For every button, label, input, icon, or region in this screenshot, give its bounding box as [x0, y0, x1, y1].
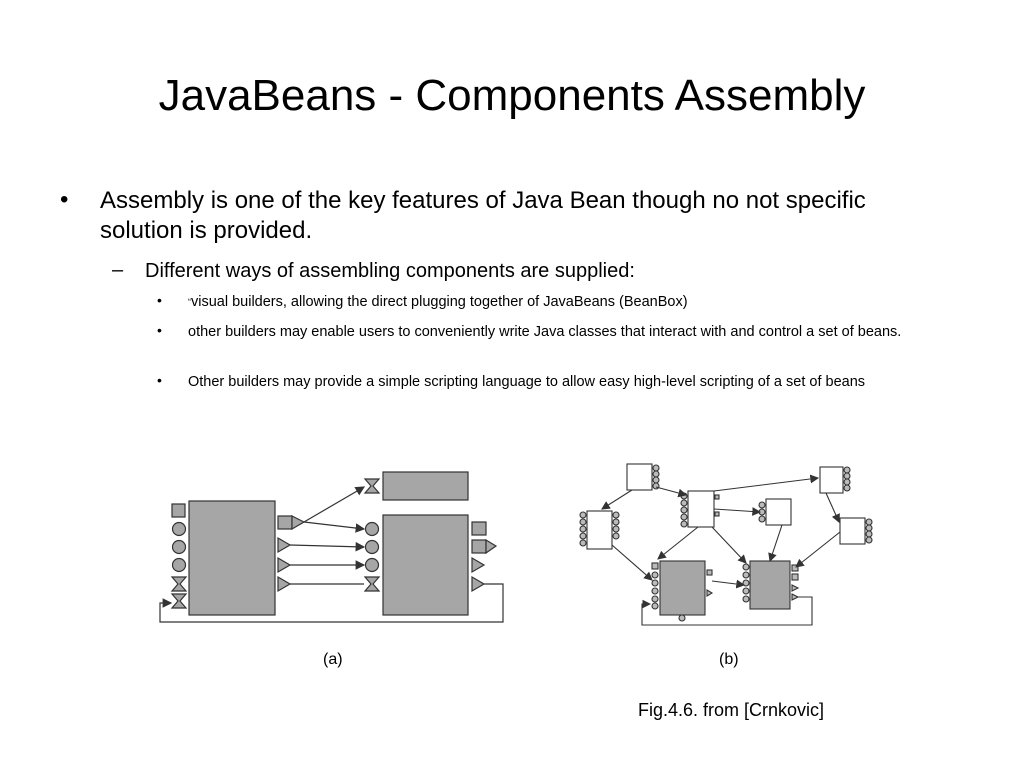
port-circle	[364, 521, 380, 537]
bean-small	[626, 463, 653, 491]
connector-line	[825, 492, 840, 524]
port-notch	[170, 593, 188, 609]
bullet-marker: •	[157, 322, 162, 338]
label-b: (b)	[719, 651, 739, 668]
connector-line	[611, 544, 653, 581]
port-square	[471, 521, 487, 536]
port-notch	[170, 576, 188, 592]
connector-line	[601, 489, 633, 510]
bean-box-a3	[382, 514, 469, 616]
connector-line	[768, 524, 783, 563]
bean-box-a2	[382, 471, 469, 501]
slide-title: JavaBeans - Components Assembly	[158, 71, 866, 120]
port-triangle	[471, 556, 486, 574]
bean-small	[819, 466, 844, 494]
feedback-loop	[159, 583, 504, 623]
bean-box-b2	[749, 560, 791, 610]
bean-small	[586, 510, 613, 550]
bean-box-a1	[188, 500, 276, 616]
port-notch	[363, 576, 381, 592]
bullet-marker: •	[60, 186, 69, 213]
bullet-level1: • Assembly is one of the key features of…	[60, 186, 940, 246]
port-circle	[171, 539, 187, 555]
connector-line	[711, 526, 747, 564]
feedback-loop	[641, 596, 813, 626]
bullet-level2: – Different ways of assembling component…	[112, 259, 912, 283]
connector-line	[711, 579, 746, 589]
bullet-text: “visual builders, allowing the direct pl…	[188, 292, 957, 312]
connector-line	[303, 521, 366, 533]
bullet-text: Assembly is one of the key features of J…	[100, 187, 866, 244]
port-circle	[171, 557, 187, 573]
diagram-a	[159, 471, 504, 623]
port-notch	[363, 478, 381, 494]
bullet-text: Other builders may provide a simple scri…	[188, 374, 866, 390]
port-circle	[364, 557, 380, 573]
port-square	[171, 503, 186, 518]
port-triangle	[291, 515, 306, 531]
bullet-text: other builders may enable users to conve…	[188, 324, 902, 340]
port-square	[277, 515, 293, 530]
port-circle	[364, 539, 380, 555]
port-triangle	[277, 536, 292, 554]
bean-small	[839, 517, 866, 545]
bullet-marker: •	[157, 372, 162, 388]
sub-bullet: • “visual builders, allowing the direct …	[157, 292, 957, 312]
bullet-text: Different ways of assembling components …	[145, 260, 635, 282]
port-triangle	[485, 538, 498, 555]
bean-small	[687, 490, 715, 528]
bean-small	[765, 498, 792, 526]
port-square	[471, 539, 487, 554]
port-triangle	[471, 575, 486, 593]
bullet-marker: •	[157, 292, 162, 308]
figure-caption: Fig.4.6. from [Crnkovic]	[638, 700, 825, 720]
quote-mark: “	[188, 297, 191, 307]
label-a: (a)	[323, 651, 343, 668]
bean-box-b1	[659, 560, 706, 616]
dash-marker: –	[112, 259, 124, 281]
port-triangle	[277, 556, 292, 574]
port-circle	[171, 521, 187, 537]
connector-line	[657, 526, 699, 560]
connector-line	[303, 486, 366, 523]
connector-line	[713, 474, 820, 492]
connector-line	[795, 531, 841, 568]
diagram-b	[579, 463, 873, 626]
connector-line	[713, 507, 762, 516]
bullet-text-body: visual builders, allowing the direct plu…	[191, 294, 688, 310]
sub-bullet: • other builders may enable users to con…	[157, 322, 957, 342]
connector-line	[655, 486, 688, 498]
connector-line	[289, 541, 366, 552]
sub-bullet: • Other builders may provide a simple sc…	[157, 372, 957, 392]
port-triangle	[277, 575, 292, 593]
